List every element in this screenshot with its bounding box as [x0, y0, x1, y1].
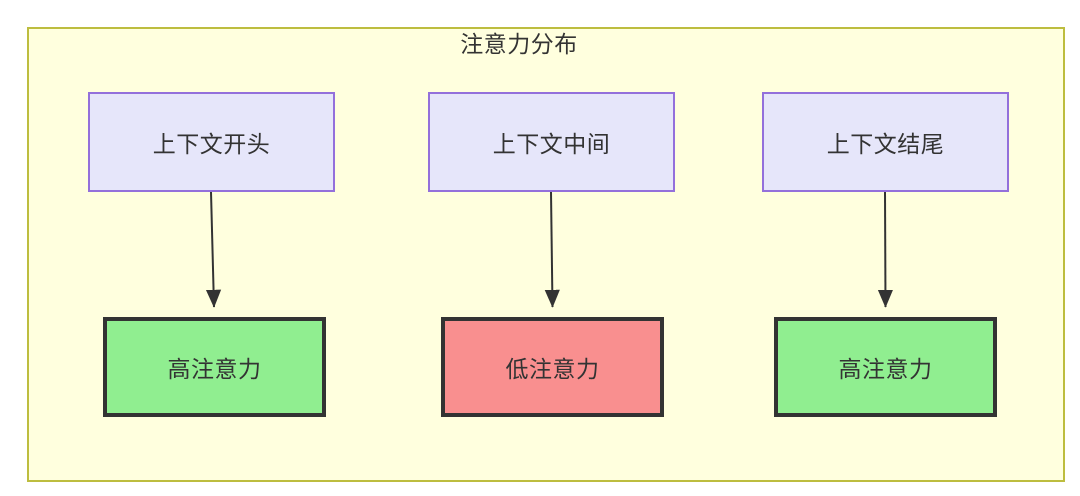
diagram-title: 注意力分布: [460, 31, 578, 57]
node-outcome-low-middle[interactable]: 低注意力: [441, 317, 664, 417]
node-outcome-high-end-label: 高注意力: [838, 356, 933, 382]
node-outcome-high-start-label: 高注意力: [167, 356, 262, 382]
node-context-start[interactable]: 上下文开头: [88, 92, 335, 192]
node-outcome-low-middle-label: 低注意力: [505, 356, 600, 382]
node-context-end[interactable]: 上下文结尾: [762, 92, 1009, 192]
node-context-start-label: 上下文开头: [152, 131, 271, 157]
node-outcome-high-start[interactable]: 高注意力: [103, 317, 326, 417]
node-outcome-high-end[interactable]: 高注意力: [774, 317, 997, 417]
node-context-middle[interactable]: 上下文中间: [428, 92, 675, 192]
node-context-middle-label: 上下文中间: [492, 131, 611, 157]
node-context-end-label: 上下文结尾: [826, 131, 945, 157]
